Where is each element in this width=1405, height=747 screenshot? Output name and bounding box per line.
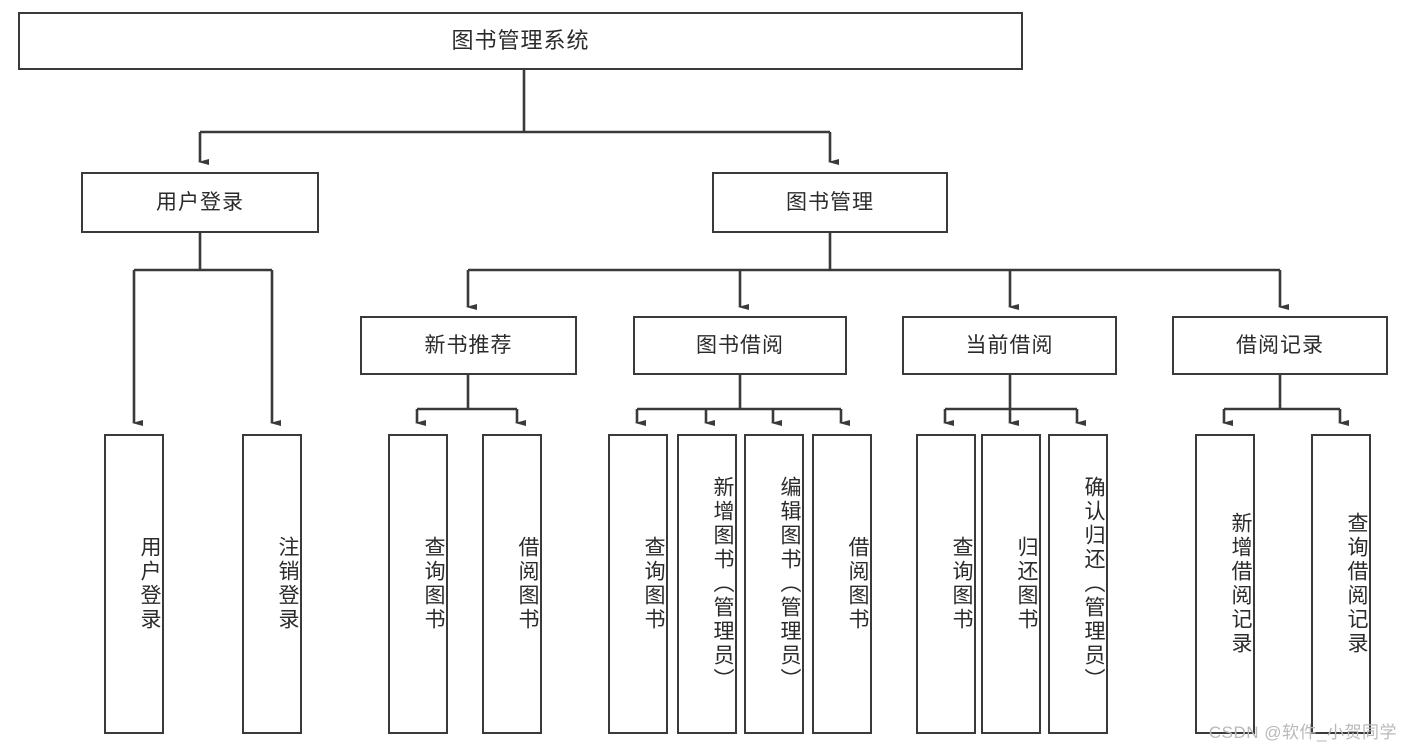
node-label: 新增借阅记录 [1229,512,1252,656]
node-label: 查询图书 [950,536,973,632]
node-label: 确认归还（管理员） [1082,476,1105,692]
node-label: 新书推荐 [424,333,513,357]
leaf-borrowrecord-query-record[interactable]: 查询借阅记录 [1311,434,1371,734]
leaf-bookborrow-edit-book[interactable]: 编辑图书（管理员） [744,434,804,734]
leaf-user-login-login[interactable]: 用户登录 [104,434,164,734]
node-label: 新增图书（管理员） [711,476,734,692]
node-label: 注销登录 [276,536,299,632]
leaf-newbook-borrow-book[interactable]: 借阅图书 [482,434,542,734]
node-label: 用户登录 [138,536,161,632]
node-label: 图书管理系统 [451,27,590,53]
node-label: 编辑图书（管理员） [778,476,801,692]
node-label: 借阅图书 [516,536,539,632]
node-current-borrow[interactable]: 当前借阅 [902,316,1117,375]
leaf-user-login-logout[interactable]: 注销登录 [242,434,302,734]
leaf-bookborrow-query-book[interactable]: 查询图书 [608,434,668,734]
node-label: 借阅图书 [846,536,869,632]
watermark: CSDN @软件_小贺同学 [1208,723,1397,742]
leaf-currentborrow-confirm-return[interactable]: 确认归还（管理员） [1048,434,1108,734]
node-label: 图书管理 [786,190,874,214]
node-label: 归还图书 [1015,536,1038,632]
node-root-system[interactable]: 图书管理系统 [18,12,1023,70]
node-label: 查询图书 [642,536,665,632]
leaf-currentborrow-return-book[interactable]: 归还图书 [981,434,1041,734]
node-label: 借阅记录 [1236,333,1324,357]
node-user-login[interactable]: 用户登录 [81,172,319,233]
leaf-newbook-query-book[interactable]: 查询图书 [388,434,448,734]
node-label: 查询借阅记录 [1345,512,1368,656]
node-label: 用户登录 [156,190,244,214]
node-label: 图书借阅 [696,333,784,357]
node-label: 查询图书 [422,536,445,632]
leaf-currentborrow-query-book[interactable]: 查询图书 [916,434,976,734]
node-book-borrow[interactable]: 图书借阅 [633,316,847,375]
leaf-borrowrecord-add-record[interactable]: 新增借阅记录 [1195,434,1255,734]
node-borrow-record[interactable]: 借阅记录 [1172,316,1388,375]
leaf-bookborrow-borrow-book[interactable]: 借阅图书 [812,434,872,734]
node-book-management[interactable]: 图书管理 [712,172,948,233]
leaf-bookborrow-add-book[interactable]: 新增图书（管理员） [677,434,737,734]
node-label: 当前借阅 [965,333,1054,357]
node-new-book-recommend[interactable]: 新书推荐 [360,316,577,375]
